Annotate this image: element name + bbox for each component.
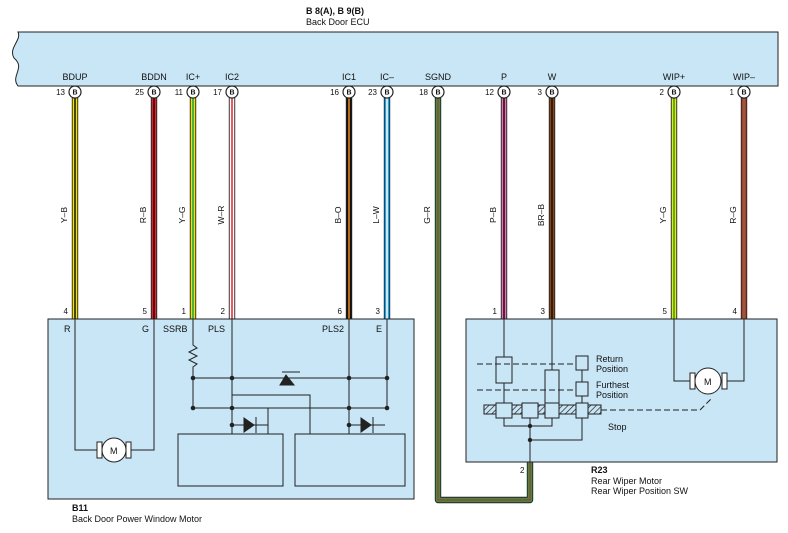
connector-bdup	[68, 85, 82, 99]
ecu-pin-bddn: 25	[135, 88, 144, 97]
r23-return-pos-b: Position	[596, 364, 628, 374]
connector-sgnd	[431, 85, 445, 99]
ecu-terminal-icplus: IC+	[186, 72, 200, 82]
ecu-code: B 8(A), B 9(B)	[306, 6, 364, 16]
wire-label-wipminus: R–G	[728, 206, 738, 223]
r23-motor-label: M	[704, 377, 712, 387]
far-pin-w: 3	[541, 307, 546, 316]
r23-gnd-pin: 2	[520, 466, 525, 475]
wire-label-ic1: B–O	[333, 206, 343, 223]
ecu-body	[12, 31, 779, 87]
ecu-terminal-wipplus: WIP+	[663, 72, 685, 82]
r23-stop: Stop	[608, 422, 627, 432]
connector-ic2	[225, 85, 239, 99]
ecu-terminal-bdup: BDUP	[62, 72, 87, 82]
far-pin-p: 1	[493, 307, 498, 316]
wire-label-w: BR–B	[536, 204, 546, 227]
wire-label-icplus: Y–G	[177, 206, 187, 223]
ecu-terminal-sgnd: SGND	[425, 72, 452, 82]
connector-label-icminus: B	[384, 90, 389, 97]
far-pin-wipplus: 5	[663, 307, 668, 316]
connector-label-icplus: B	[190, 90, 195, 97]
ecu-terminal-ic2: IC2	[225, 72, 239, 82]
ecu-terminal-w: W	[548, 72, 557, 82]
b11-junctions	[190, 375, 390, 428]
r23-furthest-b: Position	[596, 390, 628, 400]
connector-label-bddn: B	[151, 90, 156, 97]
far-pin-ic1: 6	[338, 307, 343, 316]
ecu-terminal-bddn: BDDN	[141, 72, 167, 82]
far-pin-wipminus: 4	[733, 307, 738, 316]
b11-term-pls: PLS	[208, 324, 225, 334]
far-pin-ic2: 2	[221, 307, 226, 316]
ecu-pin-ic1: 16	[330, 88, 339, 97]
b11-term-pls2: PLS2	[322, 324, 344, 334]
r23-motor: M	[689, 367, 728, 395]
b11-term-r: R	[64, 324, 71, 334]
ecu-terminal-wipminus: WIP–	[733, 72, 755, 82]
r23-code: R23	[591, 465, 608, 475]
far-pin-icplus: 1	[182, 307, 187, 316]
connector-label-sgnd: B	[435, 90, 440, 97]
ecu-terminal-icminus: IC–	[380, 72, 394, 82]
ecu-terminal-p: P	[501, 72, 507, 82]
connector-label-ic2: B	[229, 90, 234, 97]
ecu-pin-ic2: 17	[213, 88, 222, 97]
ecu-pin-icminus: 23	[368, 88, 377, 97]
wire-label-ic2: W–R	[216, 206, 226, 225]
connector-label-wipplus: B	[671, 90, 676, 97]
connector-label-p: B	[501, 90, 506, 97]
ecu-pin-wipplus: 2	[660, 88, 665, 97]
far-pin-bddn: 5	[143, 307, 148, 316]
ecu-name: Back Door ECU	[306, 17, 370, 27]
b11-term-ssrb: SSRB	[163, 324, 188, 334]
wire-label-bddn: R–B	[138, 206, 148, 223]
r23-junctions	[527, 423, 533, 443]
r23-internal-circuit	[477, 319, 745, 462]
ecu-pin-p: 12	[485, 88, 494, 97]
ecu-pin-bdup: 13	[56, 88, 65, 97]
wire-label-icminus: L–W	[371, 206, 381, 223]
connector-w	[545, 85, 559, 99]
connector-icminus	[380, 85, 394, 99]
far-pin-icminus: 3	[376, 307, 381, 316]
r23-furthest-a: Furthest	[596, 380, 630, 390]
ecu-terminal-ic1: IC1	[342, 72, 356, 82]
ecu-pin-wipminus: 1	[730, 88, 735, 97]
connector-bddn	[147, 85, 161, 99]
r23-name1: Rear Wiper Motor	[591, 476, 662, 486]
connector-label-wipminus: B	[741, 90, 746, 97]
ecu-pin-icplus: 11	[175, 88, 184, 97]
connector-ic1	[342, 85, 356, 99]
wire-sgnd	[434, 98, 534, 504]
wire-label-sgnd: G–R	[422, 206, 432, 223]
wire-label-bdup: Y–B	[59, 207, 69, 223]
r23-name2: Rear Wiper Position SW	[591, 486, 689, 496]
connector-wipplus	[667, 85, 681, 99]
b11-term-e: E	[376, 324, 382, 334]
r23-return-pos-a: Return	[596, 354, 623, 364]
far-pin-bdup: 4	[64, 307, 69, 316]
b11-diodes	[243, 371, 374, 433]
connector-label-bdup: B	[72, 90, 77, 97]
connector-label-ic1: B	[346, 90, 351, 97]
b11-motor-label: M	[110, 446, 118, 456]
connector-icplus	[186, 85, 200, 99]
connector-label-w: B	[549, 90, 554, 97]
ecu-pin-sgnd: 18	[419, 88, 428, 97]
connector-p	[497, 85, 511, 99]
wire-label-p: P–B	[488, 207, 498, 223]
connector-wipminus	[737, 85, 751, 99]
b11-code: B11	[72, 503, 88, 513]
b11-motor: M	[96, 437, 132, 463]
b11-term-g: G	[142, 324, 149, 334]
wire-label-wipplus: Y–G	[658, 206, 668, 223]
ecu-pin-w: 3	[538, 88, 543, 97]
b11-name: Back Door Power Window Motor	[72, 514, 202, 524]
